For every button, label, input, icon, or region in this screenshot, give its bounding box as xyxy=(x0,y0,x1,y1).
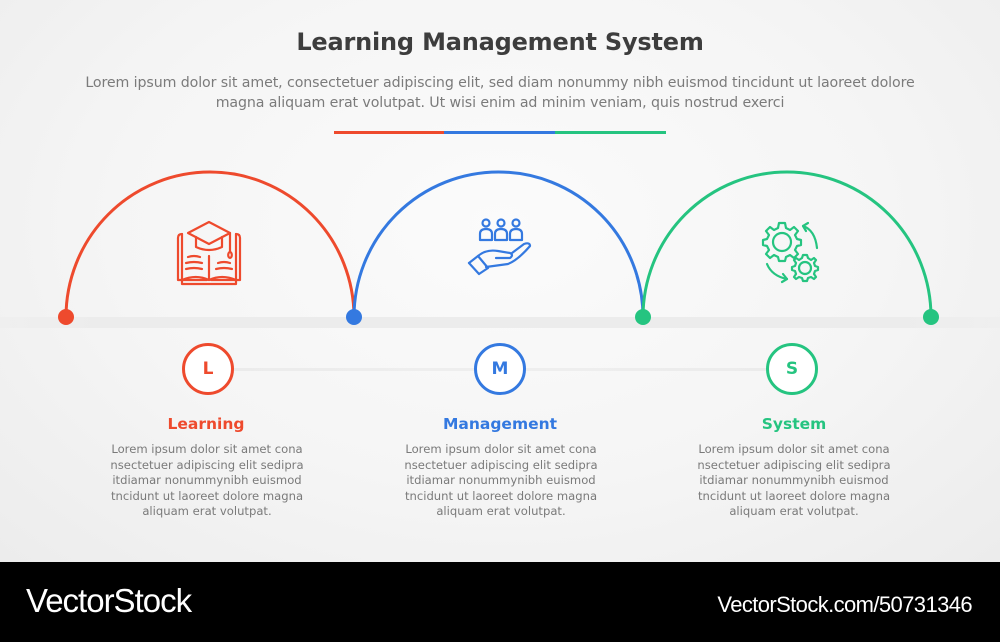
letter-badge-system: S xyxy=(766,343,818,395)
graduation-book-icon xyxy=(176,220,242,286)
arc-system xyxy=(641,170,933,318)
infographic-canvas: Learning Management System Lorem ipsum d… xyxy=(0,0,1000,562)
letter-badge-learning-text: L xyxy=(202,359,214,379)
node-dot-3 xyxy=(635,309,651,325)
title-underline-green xyxy=(555,131,666,134)
hand-holding-people-icon xyxy=(467,218,532,276)
step-description-management: Lorem ipsum dolor sit amet cona nsectetu… xyxy=(404,442,598,519)
letter-badge-learning: L xyxy=(182,343,234,395)
page-subtitle: Lorem ipsum dolor sit amet, consectetuer… xyxy=(85,75,915,111)
watermark-footer: VectorStock VectorStock.com/50731346 xyxy=(0,562,1000,642)
title-underline-blue xyxy=(444,131,556,134)
step-title-system: System xyxy=(761,415,827,433)
letter-badge-management-text: M xyxy=(491,359,509,379)
step-title-management: Management xyxy=(442,415,558,433)
vectorstock-logo: VectorStock xyxy=(26,582,192,619)
node-dot-1 xyxy=(58,309,74,325)
baseline-band xyxy=(0,317,1000,328)
page-title: Learning Management System xyxy=(296,28,704,56)
step-description-learning: Lorem ipsum dolor sit amet cona nsectetu… xyxy=(110,442,304,519)
gears-cycle-icon xyxy=(761,221,820,284)
arc-management xyxy=(352,170,645,318)
letter-badge-management: M xyxy=(474,343,526,395)
title-underline-red xyxy=(334,131,445,134)
step-title-learning: Learning xyxy=(167,415,245,433)
arc-learning xyxy=(64,170,356,318)
semicircle-arcs xyxy=(58,170,939,325)
node-dot-2 xyxy=(346,309,362,325)
node-dot-4 xyxy=(923,309,939,325)
step-description-system: Lorem ipsum dolor sit amet cona nsectetu… xyxy=(697,442,891,519)
stock-image-id: VectorStock.com/50731346 xyxy=(717,592,972,617)
letter-badge-system-text: S xyxy=(785,359,799,379)
